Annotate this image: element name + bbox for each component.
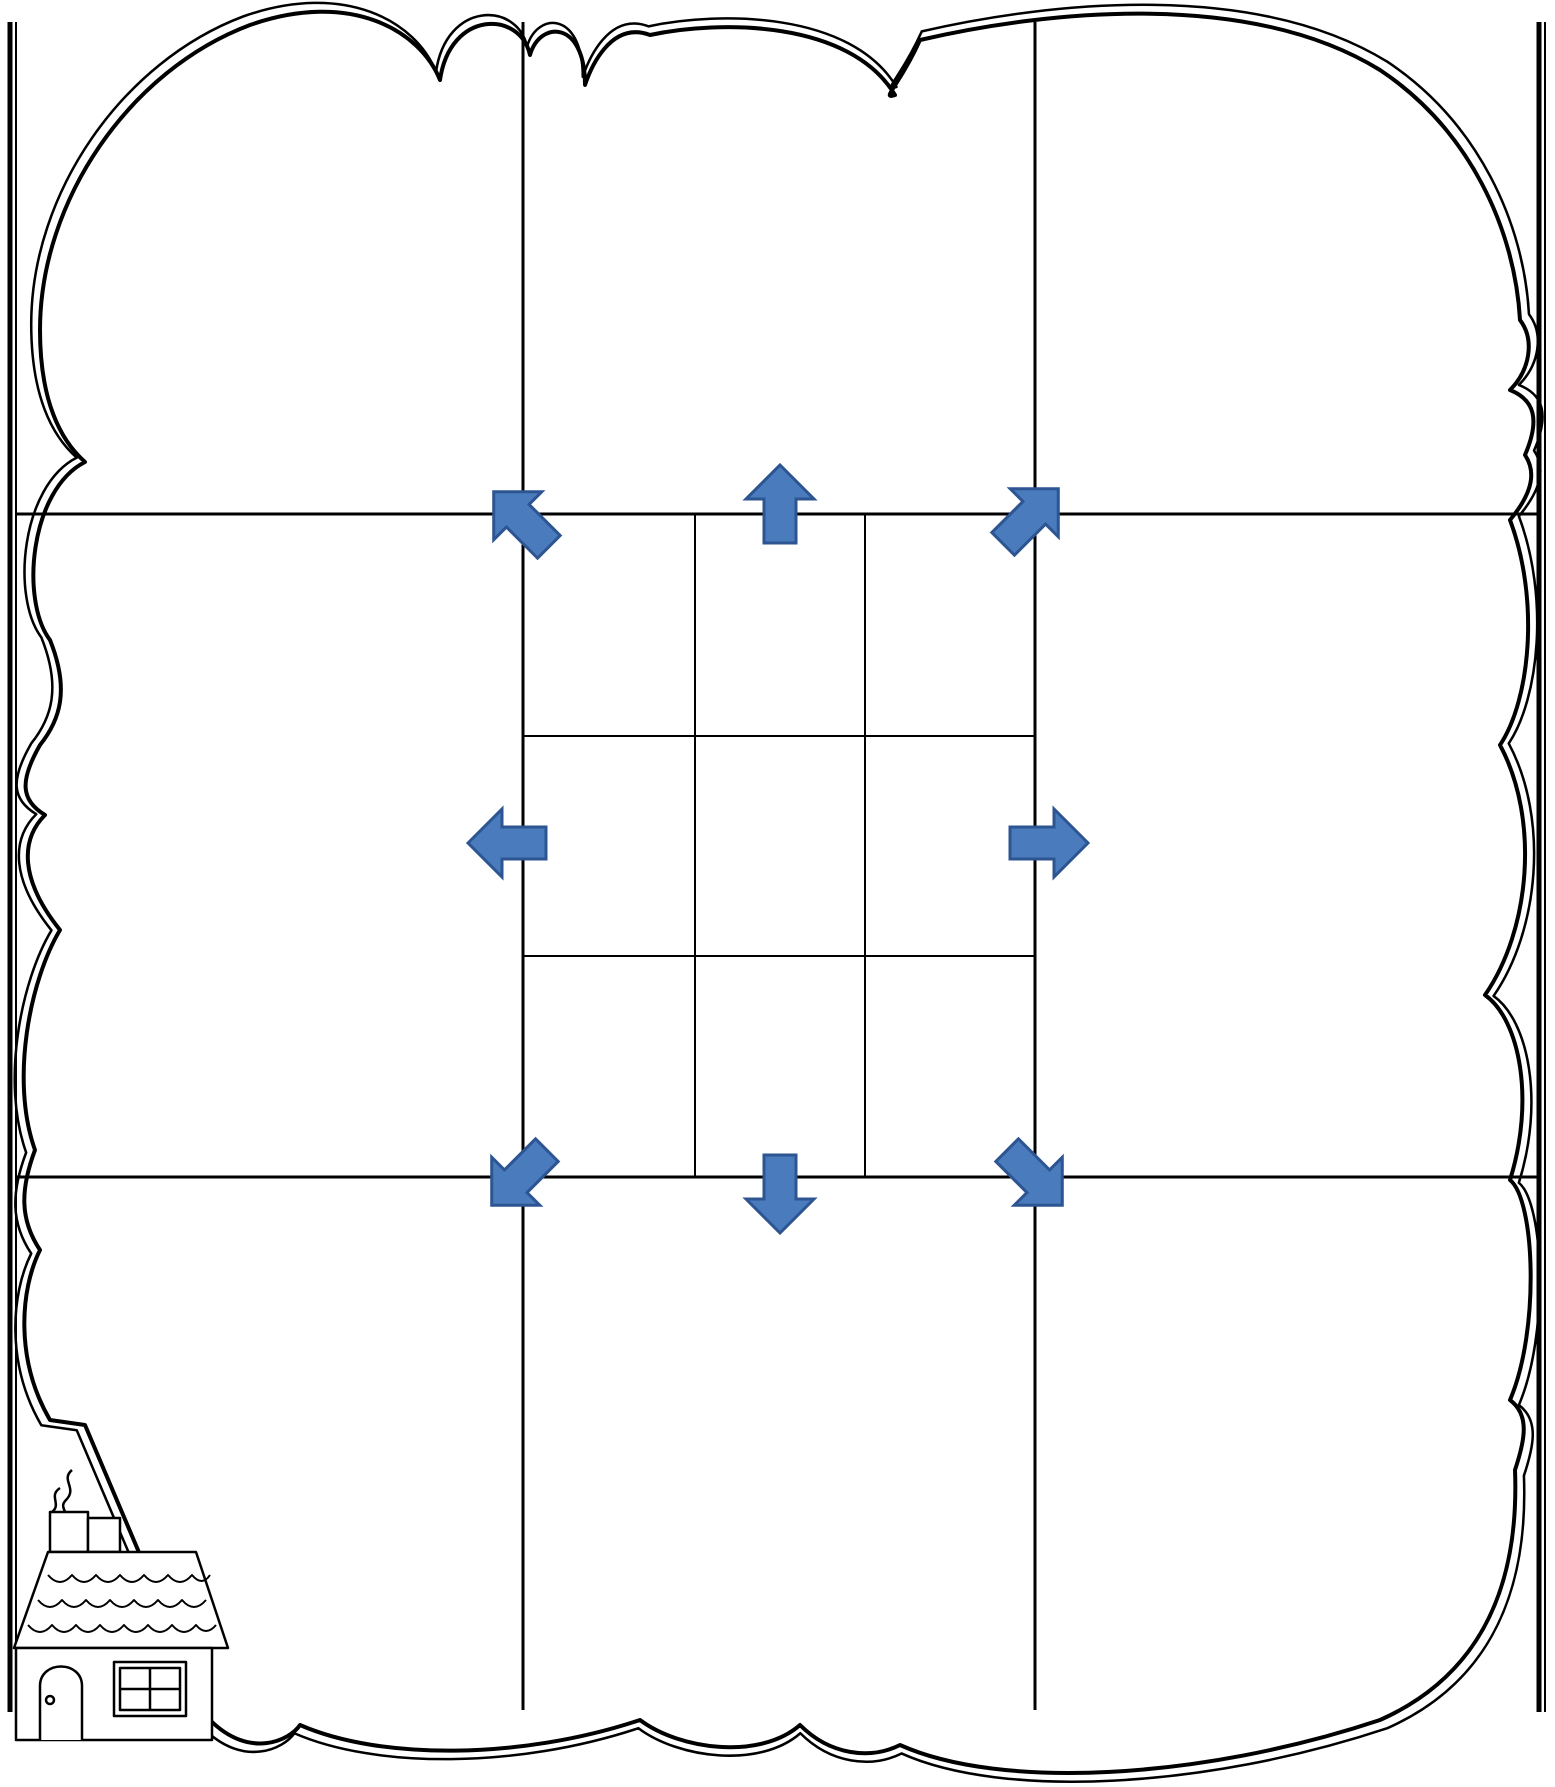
page-border xyxy=(10,22,1545,1712)
outer-cell-bottom-right xyxy=(1035,1177,1539,1710)
outer-cells xyxy=(16,22,1539,1710)
arrow-up-icon xyxy=(746,465,814,543)
outer-cell-top-left xyxy=(16,22,523,514)
outer-cell-top-center xyxy=(523,22,1035,514)
arrow-up-left-icon xyxy=(470,468,573,571)
outer-cell-top-right xyxy=(1035,22,1539,514)
outer-cell-middle-right xyxy=(1035,514,1539,1177)
arrow-left-icon xyxy=(468,809,546,877)
outer-grid xyxy=(16,22,1539,1710)
arrow-down-icon xyxy=(746,1155,814,1233)
outer-cell-middle-left xyxy=(16,514,523,1177)
cloud-frame xyxy=(15,3,1543,1782)
arrow-right-icon xyxy=(1010,809,1088,877)
direction-arrows xyxy=(468,465,1088,1233)
outer-cell-bottom-center xyxy=(523,1177,1035,1710)
arrow-up-right-icon xyxy=(979,465,1082,568)
center-grid xyxy=(523,514,1035,1177)
